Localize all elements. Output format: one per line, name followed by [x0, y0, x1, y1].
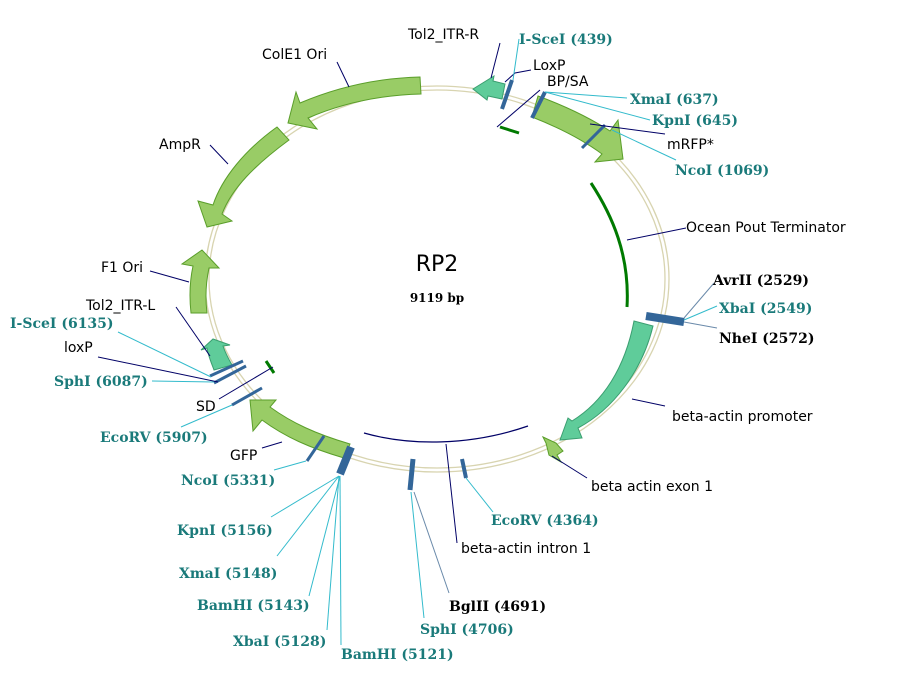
site-label[interactable]: I-SceI (6135) [10, 316, 114, 332]
site-label[interactable]: BamHI (5121) [341, 647, 454, 663]
site-marker-bglii-sphi[interactable] [407, 458, 416, 491]
beta-actin-promoter-arrow[interactable] [559, 320, 654, 441]
site-marker-xmai-kpni[interactable] [530, 91, 547, 119]
site-label[interactable]: NcoI (1069) [675, 163, 769, 179]
site-marker-ncoi-5331[interactable] [305, 435, 326, 462]
site-label[interactable]: XbaI (5128) [233, 634, 326, 650]
label-tol2-itr-r[interactable]: Tol2_ITR-R [407, 27, 479, 43]
beta-actin-intron-1-arc[interactable] [363, 425, 529, 443]
ocean-pout-terminator-arc[interactable] [589, 182, 629, 308]
bp-sa-marker[interactable] [499, 125, 520, 135]
label-beta-actin-exon-1[interactable]: beta actin exon 1 [591, 479, 713, 495]
site-label[interactable]: SphI (6087) [54, 374, 148, 390]
gfp-arrow[interactable] [249, 399, 351, 459]
site-label[interactable]: AvrII (2529) [712, 273, 809, 289]
label-ampr[interactable]: AmpR [159, 137, 201, 153]
site-marker-ecorv-5907[interactable] [231, 386, 263, 407]
site-label[interactable]: KpnI (5156) [177, 523, 273, 539]
feature-leaders [97, 42, 687, 544]
cole1-ori-arrow[interactable] [287, 76, 422, 130]
site-label[interactable]: KpnI (645) [652, 113, 738, 129]
label-ocean-pout-terminator[interactable]: Ocean Pout Terminator [686, 220, 846, 236]
label-gfp[interactable]: GFP [230, 448, 257, 464]
site-label[interactable]: SphI (4706) [420, 622, 514, 638]
label-loxp[interactable]: LoxP [533, 58, 565, 74]
site-label[interactable]: BamHI (5143) [197, 598, 310, 614]
site-leaders [117, 38, 718, 646]
site-label[interactable]: XmaI (5148) [179, 566, 277, 582]
site-marker-bamhi-cluster[interactable] [336, 445, 355, 476]
label-beta-actin-promoter[interactable]: beta-actin promoter [672, 409, 813, 425]
label-mrfp[interactable]: mRFP* [667, 137, 714, 153]
site-marker-iscei-6135[interactable] [209, 359, 244, 378]
site-label[interactable]: NcoI (5331) [181, 473, 275, 489]
f1-ori-arrow[interactable] [180, 249, 221, 314]
label-tol2-itr-l[interactable]: Tol2_ITR-L [85, 298, 155, 314]
site-label[interactable]: EcoRV (4364) [491, 513, 599, 529]
label-f1-ori[interactable]: F1 Ori [101, 260, 143, 276]
site-label[interactable]: BglII (4691) [449, 599, 546, 615]
site-marker-sphi-6087[interactable] [213, 364, 247, 385]
site-label[interactable]: XbaI (2549) [719, 301, 812, 317]
beta-actin-exon-1-arrow[interactable] [541, 435, 564, 464]
sd-marker[interactable] [264, 360, 276, 374]
ampr-arrow[interactable] [197, 126, 290, 228]
site-label[interactable]: I-SceI (439) [519, 32, 613, 48]
tol2-itr-r-arrow[interactable] [472, 74, 506, 101]
site-marker-iscei-439[interactable] [500, 79, 514, 110]
site-marker-ncoi-1069[interactable] [580, 123, 607, 150]
label-bp-sa[interactable]: BP/SA [547, 74, 589, 90]
mrfp-arrow[interactable] [531, 95, 624, 163]
plasmid-name: RP2 [416, 252, 459, 277]
site-markers [209, 79, 685, 491]
site-label[interactable]: EcoRV (5907) [100, 430, 208, 446]
site-marker-avrii-xbai-nhei[interactable] [645, 312, 685, 326]
site-marker-ecorv-4364[interactable] [460, 458, 468, 479]
plasmid-length: 9119 bp [410, 291, 464, 305]
label-cole1-ori[interactable]: ColE1 Ori [262, 47, 327, 63]
label-sd[interactable]: SD [196, 399, 216, 415]
site-label[interactable]: NheI (2572) [719, 331, 815, 347]
label-beta-actin-intron-1[interactable]: beta-actin intron 1 [461, 541, 591, 557]
label-loxp-l[interactable]: loxP [64, 340, 93, 356]
site-label[interactable]: XmaI (637) [630, 92, 719, 108]
tol2-itr-l-arrow[interactable] [200, 338, 233, 371]
